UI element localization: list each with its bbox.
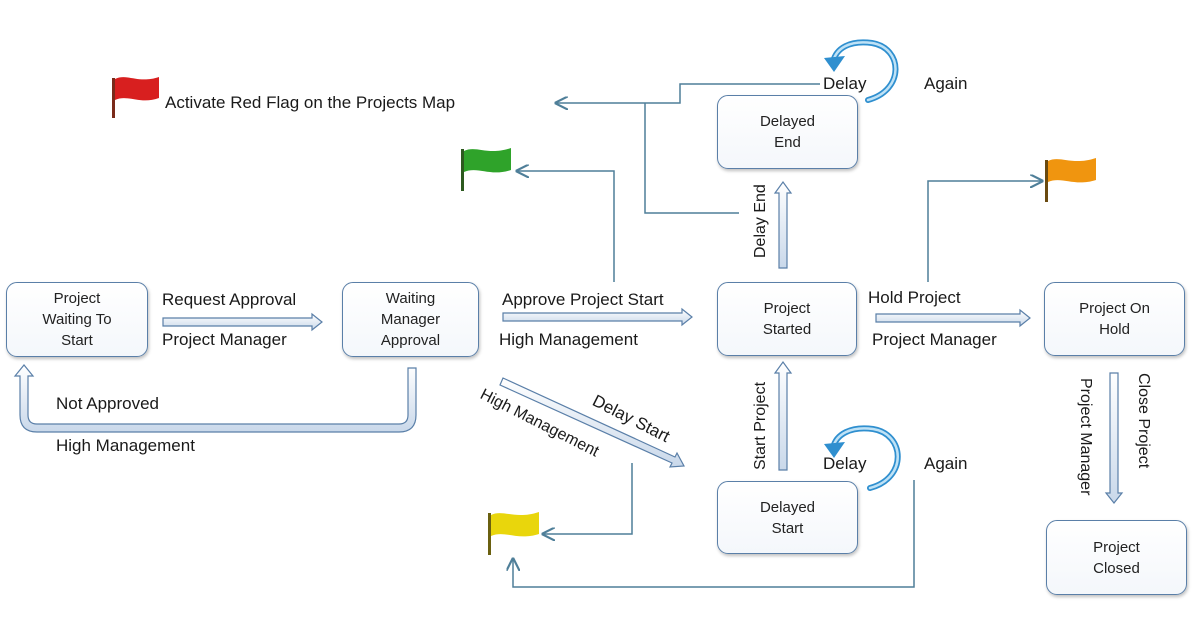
node-label: Project Started xyxy=(762,300,812,338)
red-flag-icon xyxy=(112,77,159,118)
node-label: Delayed End xyxy=(759,113,816,151)
yellow-flag-icon xyxy=(488,512,539,555)
node-delayed-start: Delayed Start xyxy=(717,481,858,554)
node-label: Delayed Start xyxy=(759,498,816,537)
node-label: Project On Hold xyxy=(1079,300,1150,338)
label-start-project: Start Project xyxy=(752,381,769,470)
line-delay-start-to-yellow-flag xyxy=(543,463,633,534)
label-approve-project-start: Approve Project Start xyxy=(502,290,664,309)
node-delayed-end: Delayed End xyxy=(717,95,858,169)
arrow-delay-end xyxy=(773,180,793,269)
node-project-started: Project Started xyxy=(717,282,857,356)
line-approve-to-green-flag xyxy=(517,171,615,282)
node-project-waiting-to-start: Project Waiting To Start xyxy=(6,282,148,357)
label-high-management: High Management xyxy=(56,436,195,455)
label-activate-red-flag: Activate Red Flag on the Projects Map xyxy=(165,93,456,112)
node-label: Waiting Manager Approval xyxy=(380,290,441,349)
label-project-manager: Project Manager xyxy=(162,330,287,349)
delay-again-loop-bottom xyxy=(824,425,901,491)
orange-flag-icon xyxy=(1045,158,1096,202)
line-again-to-yellow-flag xyxy=(513,480,915,588)
line-to-red-flag xyxy=(556,83,820,103)
label-request-approval: Request Approval xyxy=(162,290,297,309)
node-label: Project Waiting To Start xyxy=(42,290,112,349)
label-again: Again xyxy=(924,74,968,93)
node-waiting-manager-approval: Waiting Manager Approval xyxy=(342,282,479,357)
arrow-request-approval xyxy=(162,312,323,332)
label-hold-project: Hold Project xyxy=(868,288,961,307)
label-project-manager: Project Manager xyxy=(872,330,997,349)
green-flag-icon xyxy=(461,148,511,191)
arrow-hold-project xyxy=(875,308,1031,328)
arrow-start-project xyxy=(773,360,793,471)
label-close-project: Close Project xyxy=(1135,373,1152,469)
arrow-close-project xyxy=(1104,372,1124,504)
label-delay-end: Delay End xyxy=(752,184,769,258)
label-not-approved: Not Approved xyxy=(56,394,160,413)
label-delay: Delay xyxy=(823,454,867,473)
node-project-closed: Project Closed xyxy=(1046,520,1187,595)
line-delay-end-to-red xyxy=(644,103,739,214)
arrow-approve-project-start xyxy=(502,307,693,327)
node-label: Project Closed xyxy=(1093,538,1140,577)
label-again: Again xyxy=(924,454,968,473)
arrow-not-approved xyxy=(13,364,417,433)
label-delay: Delay xyxy=(823,74,867,93)
line-hold-to-orange-flag xyxy=(927,181,1042,282)
label-project-manager: Project Manager xyxy=(1077,378,1094,496)
label-high-management: High Management xyxy=(499,330,638,349)
node-project-on-hold: Project On Hold xyxy=(1044,282,1185,356)
delay-again-loop-top xyxy=(824,39,899,103)
arrow-delay-start xyxy=(499,377,685,468)
